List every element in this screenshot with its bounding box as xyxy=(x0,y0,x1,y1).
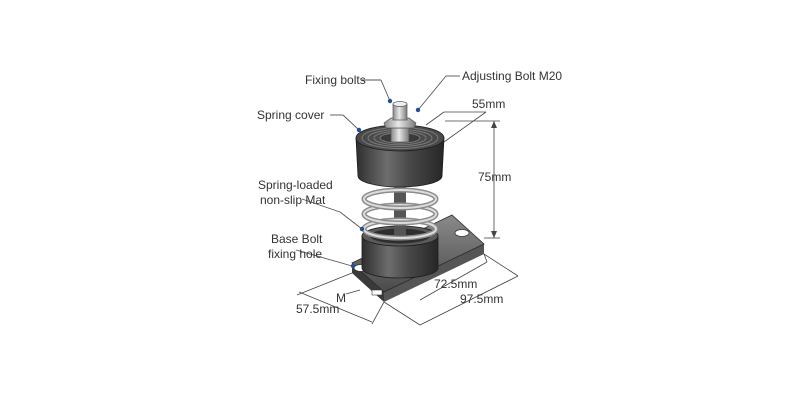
dim-width: 57.5mm xyxy=(296,302,339,316)
dim-diameter: 55mm xyxy=(472,97,505,111)
label-spring-cover: Spring cover xyxy=(257,108,324,122)
dim-outer-length: 97.5mm xyxy=(460,292,503,306)
spring xyxy=(361,175,439,241)
dim-inner-length: 72.5mm xyxy=(434,277,477,291)
leader-lines xyxy=(295,75,460,269)
label-fixing-bolts: Fixing bolts xyxy=(305,73,366,87)
label-spring-mat-2: non-slip Mat xyxy=(260,193,326,207)
label-base-bolt-2: fixing hole xyxy=(268,247,322,261)
adjusting-bolt xyxy=(383,101,417,143)
label-base-bolt-1: Base Bolt xyxy=(271,232,323,246)
dimension-labels: 55mm 75mm 72.5mm 97.5mm 57.5mm M xyxy=(296,97,511,316)
label-adjusting-bolt: Adjusting Bolt M20 xyxy=(462,69,562,83)
label-spring-mat-1: Spring-loaded xyxy=(258,178,333,192)
dimension-lines xyxy=(296,111,519,326)
dim-height: 75mm xyxy=(478,170,511,184)
dim-m: M xyxy=(336,291,346,305)
callout-labels: Fixing bolts Adjusting Bolt M20 Spring c… xyxy=(257,69,562,261)
